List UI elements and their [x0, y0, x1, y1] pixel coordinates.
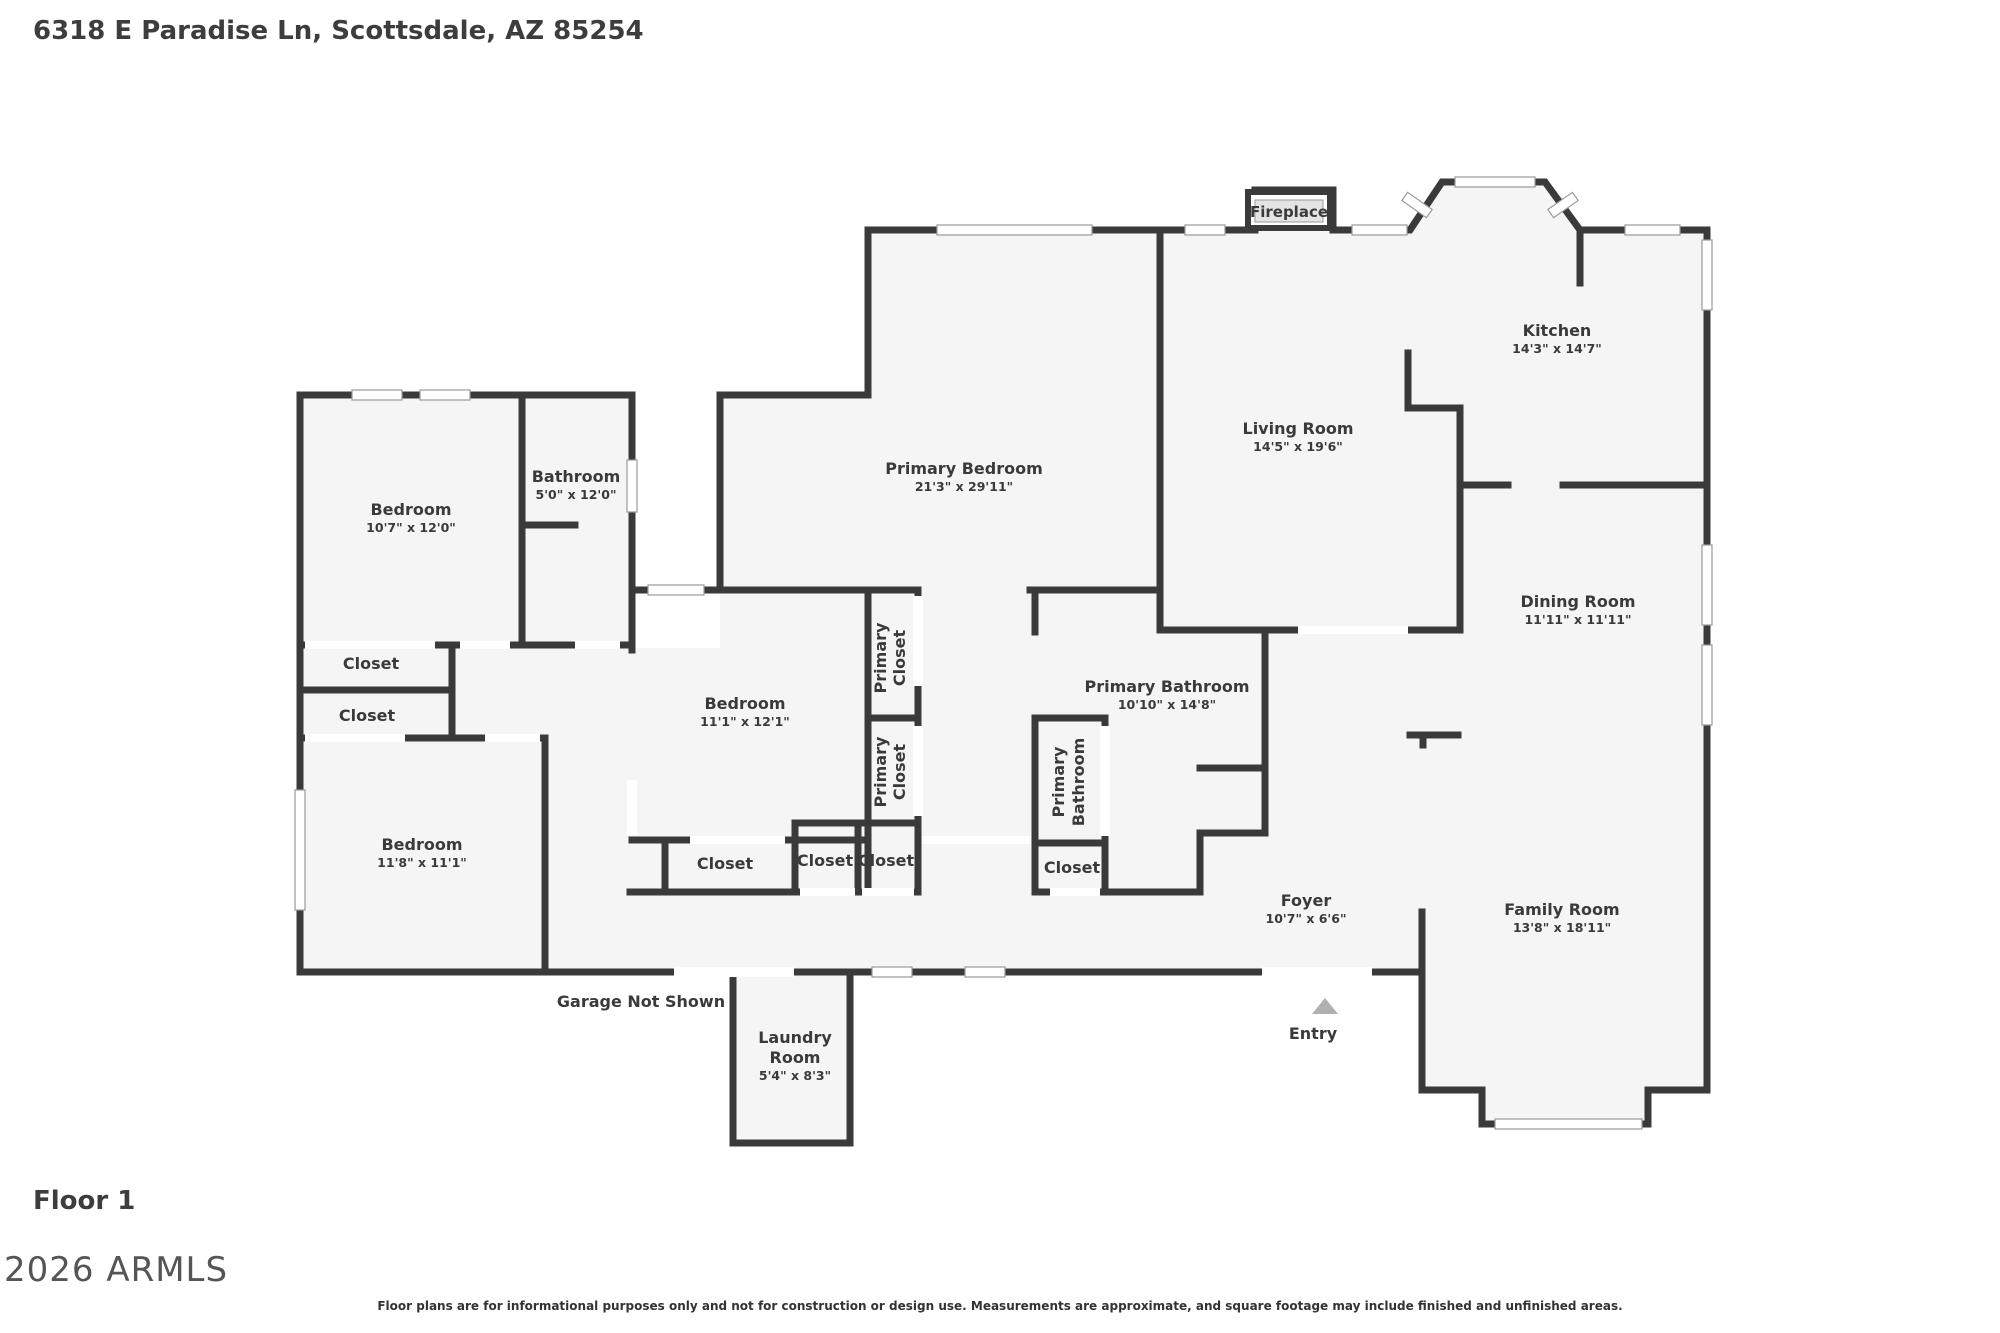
fireplace: Fireplace	[1245, 189, 1333, 231]
primary-bathroom-small-line1: Primary	[1049, 746, 1068, 817]
primary-closet-2-line2: Closet	[890, 744, 909, 801]
closet-1-name: Closet	[343, 654, 400, 673]
primary-closet-1-line1: Primary	[871, 622, 890, 693]
closet-4-name: Closet	[797, 851, 854, 870]
windows	[294, 176, 1713, 1130]
dining-room-dims: 11'11" x 11'11"	[1524, 612, 1631, 627]
laundry-room-dims: 5'4" x 8'3"	[759, 1068, 831, 1083]
family-room-name: Family Room	[1504, 900, 1619, 919]
bedroom-nw-name: Bedroom	[370, 500, 451, 519]
room-labels: Bedroom 10'7" x 12'0" Bathroom 5'0" x 12…	[339, 321, 1636, 1083]
laundry-room-line2: Room	[770, 1048, 821, 1067]
closet-3-name: Closet	[697, 854, 754, 873]
kitchen-dims: 14'3" x 14'7"	[1512, 341, 1602, 356]
living-room-dims: 14'5" x 19'6"	[1253, 439, 1343, 454]
entry-arrow-icon	[1312, 998, 1338, 1014]
closet-2-name: Closet	[339, 706, 396, 725]
primary-bedroom-dims: 21'3" x 29'11"	[915, 479, 1013, 494]
primary-bathroom-dims: 10'10" x 14'8"	[1118, 697, 1216, 712]
primary-bathroom-name: Primary Bathroom	[1084, 677, 1249, 696]
primary-closet-2-line1: Primary	[871, 736, 890, 807]
property-address: 6318 E Paradise Ln, Scottsdale, AZ 85254	[33, 16, 644, 46]
entry-label: Entry	[1289, 1024, 1338, 1043]
bedroom-mid-name: Bedroom	[704, 694, 785, 713]
disclaimer-text: Floor plans are for informational purpos…	[377, 1299, 1623, 1313]
copyright-watermark: 2026 ARMLS	[4, 1250, 229, 1290]
bathroom-dims: 5'0" x 12'0"	[536, 487, 617, 502]
fireplace-label: Fireplace	[1250, 203, 1328, 221]
foyer-dims: 10'7" x 6'6"	[1266, 911, 1347, 926]
floor-fill	[300, 185, 1707, 1143]
bedroom-mid-dims: 11'1" x 12'1"	[700, 714, 790, 729]
floor-label: Floor 1	[33, 1186, 136, 1216]
dining-room-name: Dining Room	[1520, 592, 1635, 611]
living-room-name: Living Room	[1243, 419, 1354, 438]
kitchen-name: Kitchen	[1523, 321, 1592, 340]
bedroom-nw-dims: 10'7" x 12'0"	[366, 520, 456, 535]
bathroom-name: Bathroom	[532, 467, 621, 486]
closet-6-name: Closet	[1044, 858, 1101, 877]
primary-closet-1-line2: Closet	[890, 630, 909, 687]
garage-label: Garage Not Shown	[557, 992, 725, 1011]
bedroom-sw-dims: 11'8" x 11'1"	[377, 855, 467, 870]
foyer-name: Foyer	[1281, 891, 1332, 910]
bedroom-sw-name: Bedroom	[381, 835, 462, 854]
laundry-room-line1: Laundry	[758, 1028, 832, 1047]
primary-bedroom-name: Primary Bedroom	[885, 459, 1043, 478]
primary-bathroom-small-line2: Bathroom	[1069, 738, 1088, 827]
family-room-dims: 13'8" x 18'11"	[1513, 920, 1611, 935]
closet-5-name: Closet	[858, 851, 915, 870]
